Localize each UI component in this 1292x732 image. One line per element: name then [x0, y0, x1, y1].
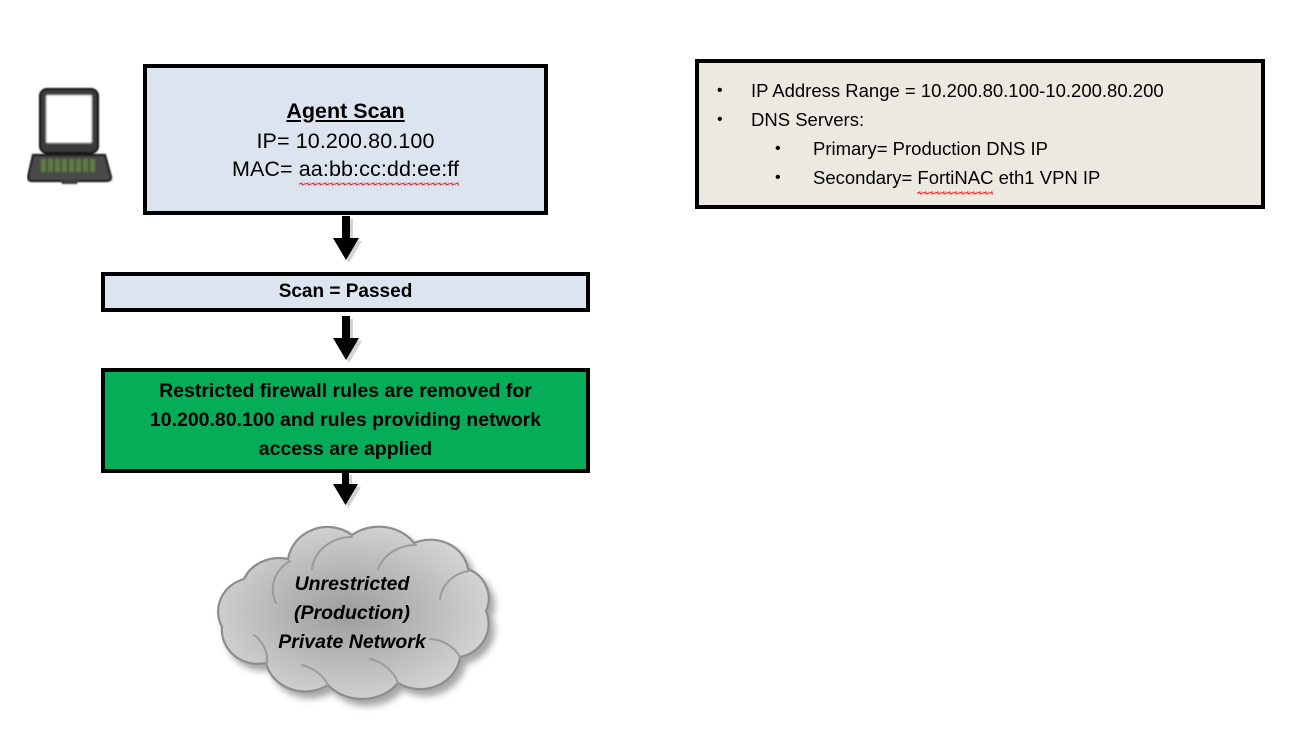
- legend-item-dns-primary-text: Primary= Production DNS IP: [813, 138, 1048, 159]
- laptop-computer-icon: [26, 83, 115, 196]
- legend-secondary-prefix: Secondary=: [813, 167, 918, 188]
- firewall-action-line-1: Restricted firewall rules are removed fo…: [159, 380, 532, 402]
- legend-item-dns-servers-text: DNS Servers:: [751, 109, 865, 130]
- agent-scan-mac: MAC= aa:bb:cc:dd:ee:ff: [231, 155, 460, 186]
- agent-scan-title: Agent Scan: [286, 98, 405, 123]
- legend-item-dns-secondary: • Secondary= FortiNAC eth1 VPN IP: [699, 163, 1261, 195]
- agent-scan-box: Agent Scan IP= 10.200.80.100 MAC= aa:bb:…: [143, 64, 548, 215]
- firewall-action-line-2: 10.200.80.100 and rules providing networ…: [149, 409, 542, 431]
- arrow-scan-result-to-action: [325, 316, 373, 377]
- arrow-agent-to-scan-result: [325, 216, 373, 277]
- legend-item-ip-range: • IP Address Range = 10.200.80.100-10.20…: [699, 76, 1261, 105]
- scan-result-text: Scan = Passed: [278, 281, 413, 302]
- bullet-icon: •: [775, 140, 781, 157]
- bullet-icon: •: [775, 169, 781, 186]
- legend-item-dns-primary: • Primary= Production DNS IP: [699, 134, 1261, 163]
- legend-secondary-misspelled-word: FortiNAC: [917, 163, 994, 195]
- agent-scan-ip: IP= 10.200.80.100: [256, 128, 435, 153]
- bullet-icon: •: [717, 111, 723, 128]
- firewall-action-line-3: access are applied: [258, 438, 433, 460]
- bullet-icon: •: [717, 82, 723, 99]
- legend-secondary-suffix: eth1 VPN IP: [993, 167, 1101, 188]
- legend-item-ip-range-text: IP Address Range = 10.200.80.100-10.200.…: [751, 80, 1164, 101]
- private-network-cloud: [192, 507, 512, 715]
- scan-result-box: Scan = Passed: [101, 272, 590, 312]
- legend-item-dns-servers: • DNS Servers:: [699, 105, 1261, 134]
- agent-scan-mac-label: MAC=: [231, 156, 299, 181]
- firewall-action-box: Restricted firewall rules are removed fo…: [101, 368, 590, 473]
- arrow-action-to-cloud: [327, 472, 371, 523]
- legend-item-dns-secondary-text: Secondary= FortiNAC eth1 VPN IP: [813, 163, 1101, 195]
- network-settings-legend-box: • IP Address Range = 10.200.80.100-10.20…: [695, 59, 1265, 209]
- agent-scan-mac-value: aa:bb:cc:dd:ee:ff: [298, 156, 460, 186]
